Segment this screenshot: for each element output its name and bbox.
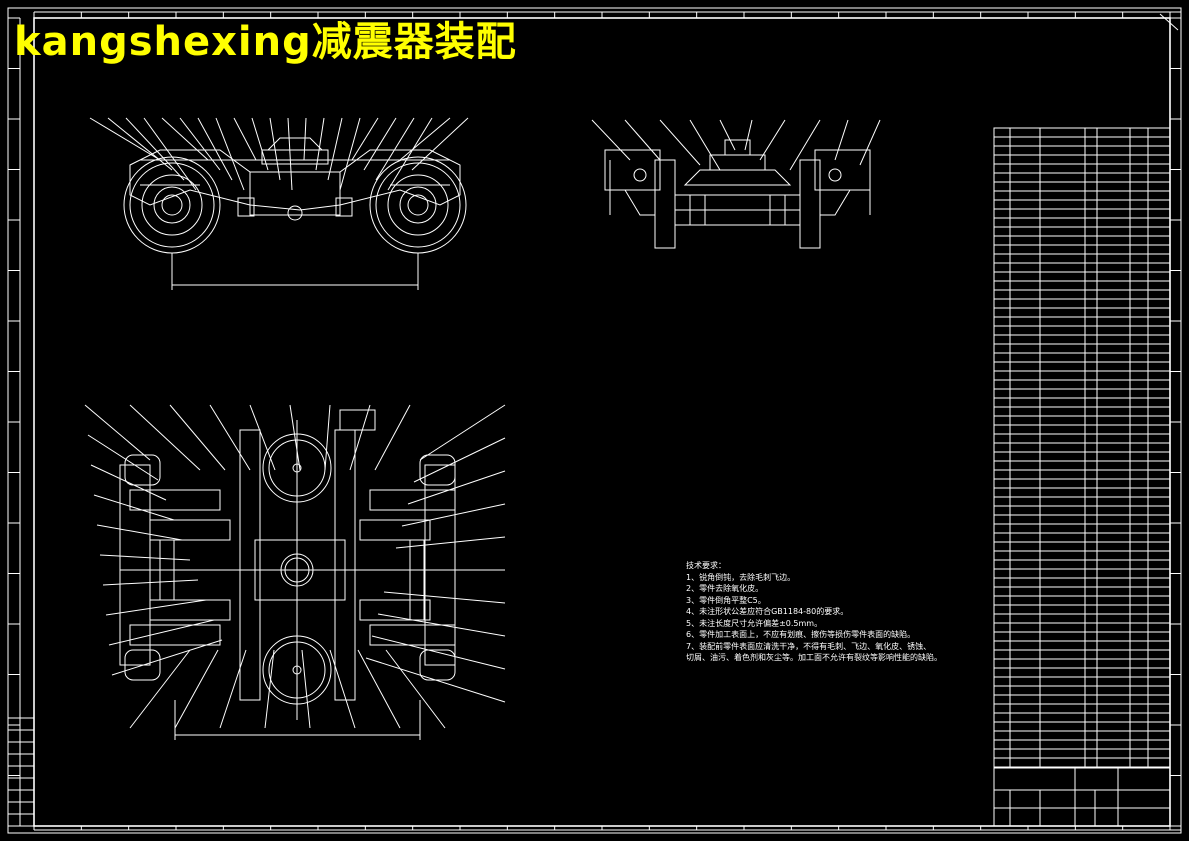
leader-line [111,639,223,676]
leader-line [395,536,506,549]
leader-line [108,619,215,646]
leader-line [329,649,356,729]
leader-line [87,434,159,481]
leader-line [624,119,661,161]
leader-line [357,649,401,729]
leader-line [387,117,433,191]
leader-lines [89,117,469,191]
leader-line [303,117,307,161]
revision-box [7,717,35,827]
leader-line [383,591,506,604]
leader-line [349,404,371,471]
tech-note-item: 2、零件去除氧化皮。 [686,584,764,593]
tech-note-item: 4、未注形状公差应符合GB1184-80的要求。 [686,607,849,616]
leader-line [219,649,247,729]
leader-line [169,404,226,471]
corner-mark [1159,13,1179,31]
inner-frame [33,17,1171,827]
leader-line [401,503,506,527]
leader-line [107,117,173,171]
leader-line [129,649,191,729]
leader-line [301,649,311,729]
tech-note-item: 1、锐角倒钝，去除毛刺飞边。 [686,572,796,582]
leader-line [251,117,269,171]
leader-line [99,554,191,561]
zone-ticks [8,12,1181,830]
leader-line [233,117,257,161]
leader-line [249,404,276,471]
leader-line [385,649,446,729]
leader-line [289,404,301,471]
leader-line [129,404,201,471]
leader-line [371,635,506,670]
outer-frame [7,7,1182,834]
leader-line [96,524,183,541]
plan-view [84,404,506,740]
leader-line [374,404,411,471]
leader-line [102,579,199,586]
tech-note-item: 7、装配前零件表面应清洗干净，不得有毛刺、飞边、氧化皮、锈蚀、 [686,641,932,651]
tech-note-item: 切屑、油污、着色剂和灰尘等。加工面不允许有裂纹等影响性能的缺陷。 [686,653,942,662]
leader-line [719,119,736,151]
leader-line [744,119,753,151]
leader-line [287,117,293,191]
leader-line [363,117,397,171]
tech-note-item: 6、零件加工表面上，不应有划痕、擦伤等损伤零件表面的缺陷。 [686,630,916,639]
leader-line [143,117,197,191]
leader-line [419,404,506,461]
leader-line [659,119,701,166]
leader-line [105,599,207,616]
technical-requirements: 技术要求： 1、锐角倒钝，去除毛刺飞边。 2、零件去除氧化皮。 3、零件倒角平整… [686,560,942,664]
leader-line [339,117,361,191]
drawing-title-banner: kangshexing减震器装配 [14,19,517,65]
leader-line [209,404,251,471]
tech-notes-heading: 技术要求： [686,561,726,570]
bill-of-materials [993,127,1171,769]
leader-line [834,119,849,161]
leader-line [377,613,506,637]
leader-line [351,117,379,161]
tech-note-item: 3、零件倒角平整C5。 [686,595,766,605]
leader-line [197,117,233,181]
leader-line [179,117,221,171]
title-block [993,767,1171,827]
leader-line [591,119,631,161]
leader-line [93,494,175,521]
leader-line [365,657,506,703]
leader-line [689,119,721,171]
leader-line [759,119,786,161]
leader-line [315,117,325,171]
side-view [89,117,469,290]
leader-line [375,117,415,181]
leader-line [174,649,219,729]
leader-line [89,117,161,161]
leader-line [84,404,151,461]
leader-line [327,117,343,181]
leader-line [399,117,451,161]
leader-line [859,119,881,166]
leader-line [90,464,167,501]
leader-line [789,119,821,171]
leader-line [269,117,281,181]
leader-lines [591,119,881,171]
leader-lines [84,404,506,729]
leader-line [125,117,185,181]
leader-line [324,404,331,471]
leader-line [161,117,209,161]
end-view [591,119,881,249]
leader-line [413,437,506,483]
leader-line [411,117,469,171]
leader-line [215,117,245,191]
leader-line [264,649,275,729]
tech-note-item: 5、未注长度尺寸允许偏差±0.5mm。 [686,618,823,628]
leader-line [407,470,506,505]
